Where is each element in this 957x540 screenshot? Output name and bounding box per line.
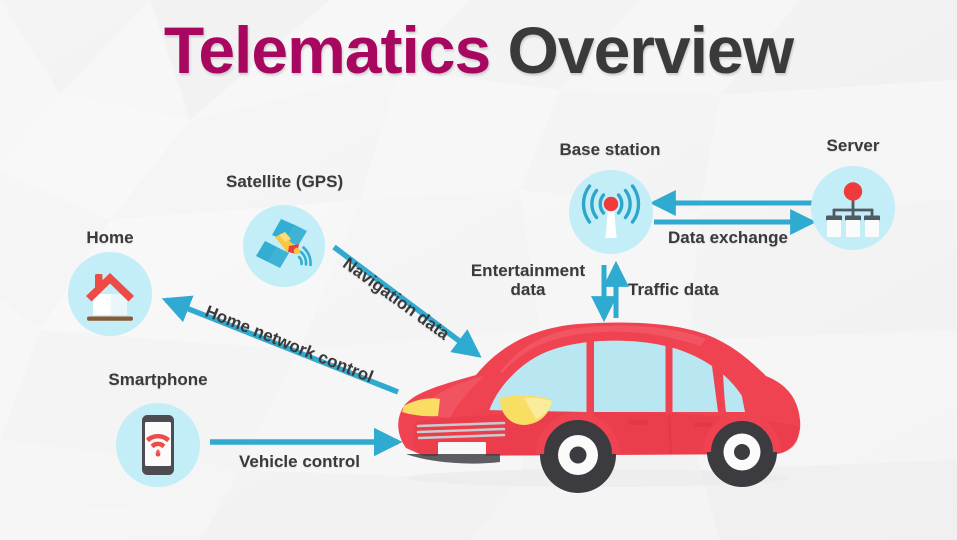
title-secondary: Overview: [490, 13, 795, 87]
satellite-icon: [256, 219, 312, 268]
node-base-station[interactable]: Base station: [540, 140, 680, 264]
node-server-label: Server: [826, 136, 880, 155]
node-smartphone[interactable]: Smartphone: [104, 370, 212, 494]
entertainment-data-line2: data: [510, 280, 546, 300]
node-home-label: Home: [86, 228, 134, 247]
cell-tower-icon: [581, 184, 641, 238]
node-satellite-label: Satellite (GPS): [226, 172, 344, 191]
node-home[interactable]: Home: [68, 228, 152, 338]
house-icon: [86, 273, 134, 321]
flow-label-vehicle-control: Vehicle control: [239, 452, 360, 471]
entertainment-data-line1: Entertainment: [470, 261, 586, 280]
node-smartphone-label: Smartphone: [108, 370, 208, 389]
node-base-station-label: Base station: [559, 140, 661, 159]
node-satellite[interactable]: Satellite (GPS): [226, 172, 344, 288]
page-title: Telematics Overview: [0, 13, 957, 87]
server-network-icon: [826, 182, 880, 237]
node-server[interactable]: Server: [793, 136, 913, 258]
red-car-icon: [398, 322, 801, 493]
flow-label-traffic-data: Traffic data: [628, 280, 719, 299]
smartphone-wifi-icon: [142, 415, 174, 475]
title-primary: Telematics: [163, 13, 491, 87]
node-car[interactable]: [388, 302, 808, 502]
flow-label-data-exchange: Data exchange: [668, 228, 788, 247]
flow-label-entertainment-data: Entertainment data: [468, 261, 588, 299]
